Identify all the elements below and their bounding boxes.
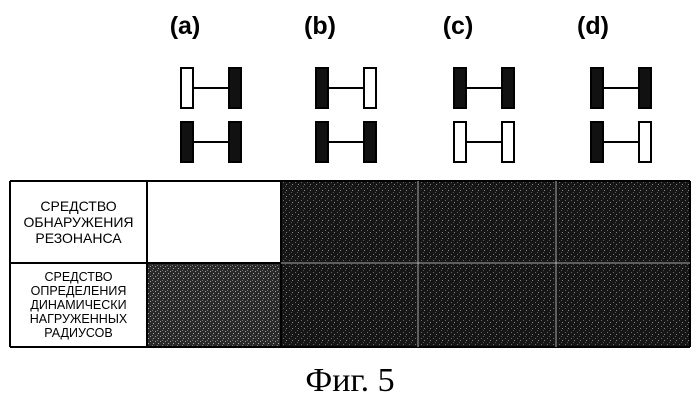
wheel-filled [591, 122, 603, 162]
axle-front-1 [181, 68, 241, 108]
table-cell-empty [147, 181, 281, 263]
table-cell-filled [281, 263, 418, 347]
axle-rear-4 [591, 122, 651, 162]
wheel-empty [502, 122, 514, 162]
table-cell-filled [418, 181, 556, 263]
row-label-dynamic-radius: СРЕДСТВО ОПРЕДЕЛЕНИЯ ДИНАМИЧЕСКИ НАГРУЖЕ… [10, 265, 147, 345]
wheel-filled [316, 122, 328, 162]
wheel-filled [229, 122, 241, 162]
axle-front-2 [316, 68, 376, 108]
wheel-empty [454, 122, 466, 162]
table-cell-medium [147, 263, 281, 347]
axle-rear-1 [181, 122, 241, 162]
wheel-empty [639, 122, 651, 162]
wheel-filled [316, 68, 328, 108]
table-cell-filled [281, 181, 418, 263]
table-cell-filled [556, 181, 690, 263]
wheel-filled [502, 68, 514, 108]
wheel-filled [229, 68, 241, 108]
axle-rear-2 [316, 122, 376, 162]
wheel-filled [591, 68, 603, 108]
wheel-filled [364, 122, 376, 162]
wheel-filled [639, 68, 651, 108]
axle-front-3 [454, 68, 514, 108]
table-cell-filled [418, 263, 556, 347]
wheel-filled [181, 122, 193, 162]
wheel-filled [454, 68, 466, 108]
figure-caption: Фиг. 5 [0, 362, 700, 400]
wheel-empty [181, 68, 193, 108]
axle-rear-3 [454, 122, 514, 162]
table-cell-filled [556, 263, 690, 347]
axle-diagrams [181, 68, 651, 162]
row-label-resonance-detection: СРЕДСТВО ОБНАРУЖЕНИЯ РЕЗОНАНСА [10, 182, 147, 262]
axle-front-4 [591, 68, 651, 108]
wheel-empty [364, 68, 376, 108]
